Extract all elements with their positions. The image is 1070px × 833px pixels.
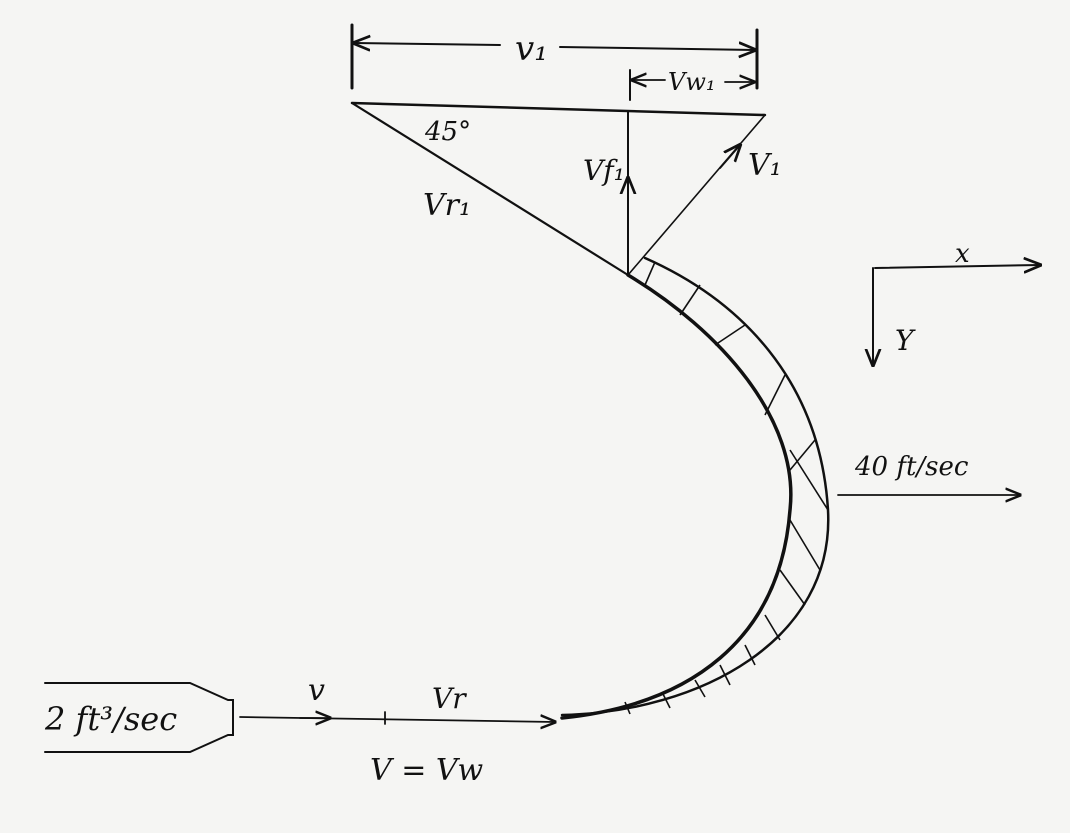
label-x-axis: x: [955, 239, 970, 269]
dimension-v1: v₁: [350, 23, 759, 90]
exit-velocity-arrow: 40 ft/sec: [837, 452, 1020, 495]
label-exit-speed: 40 ft/sec: [854, 452, 969, 482]
label-v: v: [308, 673, 325, 708]
dimension-vw1: Vw₁: [629, 68, 754, 101]
label-vr: Vr: [432, 682, 467, 715]
jet-line: v Vr V = Vw: [239, 673, 555, 788]
label-angle: 45°: [424, 117, 471, 147]
label-vw1: Vw₁: [668, 68, 716, 96]
label-v-eq-vw: V = Vw: [370, 753, 484, 788]
velocity-triangle: 45° Vf₁ V₁ Vr₁: [350, 101, 782, 277]
label-vf1: Vf₁: [583, 154, 625, 187]
label-y-axis: Y: [895, 324, 916, 357]
label-v1: V₁: [748, 148, 782, 183]
coordinate-axes: x Y: [873, 239, 1040, 365]
nozzle: 2 ft³/sec: [44, 682, 234, 753]
label-flow-rate: 2 ft³/sec: [44, 700, 177, 738]
curved-vane: [560, 256, 830, 720]
label-v1-top: v₁: [515, 29, 548, 69]
label-vr1: Vr₁: [423, 188, 471, 223]
